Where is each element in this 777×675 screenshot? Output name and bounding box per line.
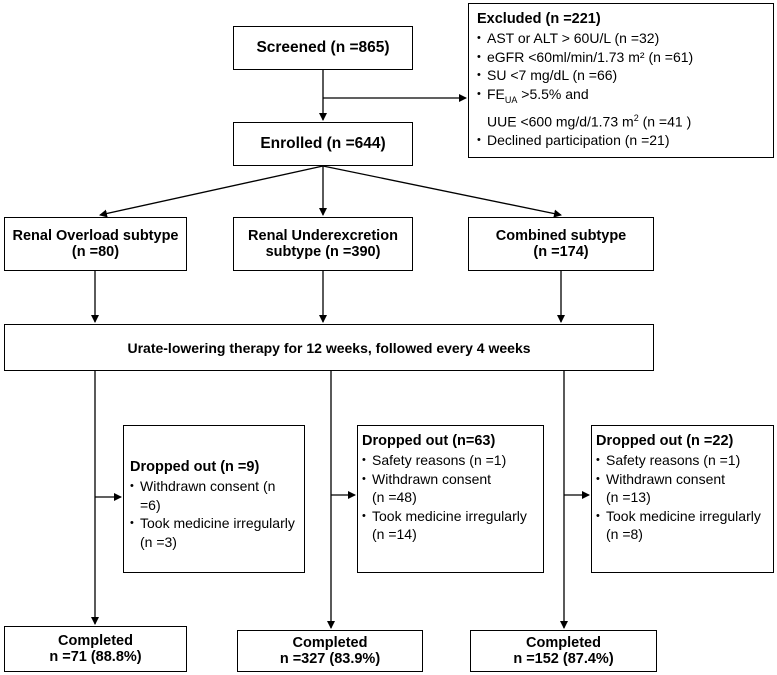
completed-line2: n =327 (83.9%): [279, 651, 381, 667]
excluded-item-uue: UUE <600 mg/d/1.73 m2 (n =41 ): [487, 112, 692, 130]
subtype-line1: Renal Overload subtype: [12, 228, 179, 244]
dropped-title: Dropped out (n =9): [130, 459, 260, 475]
dropped-item-cont: (n =13): [606, 489, 651, 505]
excluded-item-egfr: eGFR <60ml/min/1.73 m² (n =61): [477, 48, 765, 67]
dropped-item: Safety reasons (n =1): [362, 451, 537, 470]
screened-box: Screened (n =865): [233, 26, 413, 70]
enrolled-label: Enrolled (n =644): [260, 135, 386, 152]
dropped-item: Safety reasons (n =1): [596, 451, 767, 470]
excluded-box: Excluded (n =221) AST or ALT > 60U/L (n …: [468, 3, 774, 158]
excluded-list: AST or ALT > 60U/L (n =32) eGFR <60ml/mi…: [477, 29, 765, 109]
arrow-to-subtype-1: [99, 165, 324, 218]
dropped-item-cont: (n =48): [372, 489, 417, 505]
dropped-item-cont: (n =14): [372, 526, 417, 542]
completed-box-3: Completed n =152 (87.4%): [470, 630, 657, 672]
dropped-box-2: Dropped out (n=63) Safety reasons (n =1)…: [357, 425, 544, 573]
dropped-item: Took medicine irregularly: [130, 514, 298, 533]
dropped-item-cont: (n =3): [140, 533, 177, 550]
arrow-to-subtype-3: [322, 165, 562, 218]
dropped-item: Took medicine irregularly: [596, 507, 767, 526]
enrolled-box: Enrolled (n =644): [233, 122, 413, 166]
completed-box-1: Completed n =71 (88.8%): [4, 626, 187, 672]
subtype-combined-box: Combined subtype (n =174): [468, 217, 654, 271]
subtype-renal-underexcretion-box: Renal Underexcretion subtype (n =390): [233, 217, 413, 271]
screened-label: Screened (n =865): [256, 39, 390, 56]
subtype-line2: (n =174): [533, 244, 589, 260]
subtype-line1: Combined subtype: [495, 228, 627, 244]
dropped-title: Dropped out (n=63): [362, 433, 496, 449]
dropped-item: Withdrawn consent (n =6): [130, 477, 298, 514]
dropped-box-3: Dropped out (n =22) Safety reasons (n =1…: [591, 425, 774, 573]
completed-line2: n =152 (87.4%): [513, 651, 614, 667]
subtype-line1: Renal Underexcretion: [248, 228, 398, 244]
completed-line2: n =71 (88.8%): [49, 649, 142, 665]
completed-box-2: Completed n =327 (83.9%): [237, 630, 423, 672]
completed-line1: Completed: [292, 635, 368, 651]
dropped-box-1: Dropped out (n =9) Withdrawn consent (n …: [123, 425, 305, 573]
subtype-renal-overload-box: Renal Overload subtype (n =80): [4, 217, 187, 271]
excluded-item-su: SU <7 mg/dL (n =66): [477, 66, 765, 85]
excluded-item-fe: FEUA >5.5% and: [477, 85, 765, 109]
dropped-item-cont: (n =8): [606, 526, 643, 542]
excluded-item-declined: Declined participation (n =21): [477, 131, 765, 150]
dropped-item: Withdrawn consent: [596, 470, 767, 489]
dropped-title: Dropped out (n =22): [596, 433, 734, 449]
completed-line1: Completed: [58, 633, 133, 649]
therapy-box: Urate-lowering therapy for 12 weeks, fol…: [4, 324, 654, 371]
dropped-item: Took medicine irregularly: [362, 507, 537, 526]
excluded-item-ast: AST or ALT > 60U/L (n =32): [477, 29, 765, 48]
therapy-label: Urate-lowering therapy for 12 weeks, fol…: [127, 339, 531, 356]
dropped-item: Withdrawn consent: [362, 470, 537, 489]
subtype-line2: (n =80): [71, 244, 120, 260]
excluded-title: Excluded (n =221): [477, 11, 601, 27]
subtype-line2: subtype (n =390): [265, 244, 381, 260]
completed-line1: Completed: [526, 635, 601, 651]
